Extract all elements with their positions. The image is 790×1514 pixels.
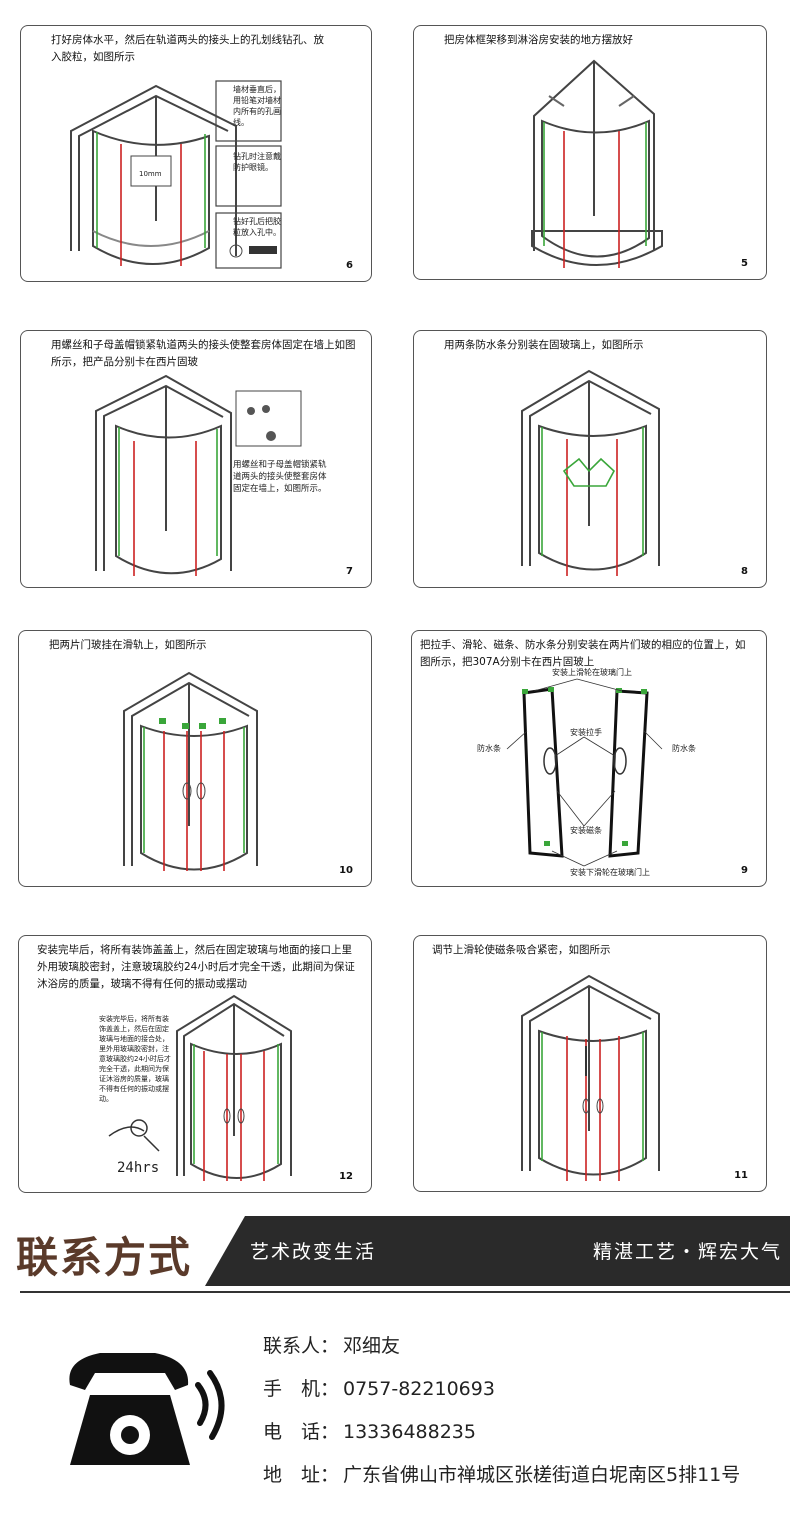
- step-panel-8: 用两条防水条分别装在固玻璃上，如图所示 8: [413, 330, 767, 588]
- shower-illustration: 10mm: [70, 80, 282, 269]
- step-panel-7: 用螺丝和子母盖帽锁紧轨道两头的接头使整套房体固定在墙上如图所示，把产品分别卡在西…: [20, 330, 372, 588]
- step-number: 8: [741, 566, 748, 577]
- contact-phone: 电 话：13336488235: [263, 1417, 476, 1444]
- contact-person-label: 联系人：: [263, 1335, 340, 1357]
- contact-address-value: 广东省佛山市禅城区张槎街道白坭南区5排11号: [343, 1464, 741, 1486]
- step-panel-11: 调节上滑轮使磁条吸合紧密，如图所示 11: [413, 935, 767, 1192]
- step-caption: 安装完毕后，将所有装饰盖盖上，然后在固定玻璃与地面的接口上里外用玻璃胶密封，注意…: [37, 944, 355, 990]
- shower-illustration: [531, 59, 663, 268]
- label-handle: 安装拉手: [570, 728, 602, 737]
- shower-illustration: [521, 369, 660, 576]
- step-note: 安装完毕后，将所有装饰盖盖上，然后在固定玻璃与地面的接合处，里外用玻璃胶密封，注…: [99, 1015, 171, 1103]
- step-panel-9: 把拉手、滑轮、磁条、防水条分别安装在两片们玻的相应的位置上，如图所示，把307A…: [411, 630, 767, 887]
- step-caption: 把两片门玻挂在滑轨上，如图所示: [49, 639, 207, 651]
- label-magnet: 安装磁条: [570, 826, 602, 835]
- step-panel-10: 把两片门玻挂在滑轨上，如图所示 10: [18, 630, 372, 887]
- contact-mobile-label: 手 机：: [263, 1378, 340, 1400]
- step-caption: 用螺丝和子母盖帽锁紧轨道两头的接头使整套房体固定在墙上如图所示，把产品分别卡在西…: [51, 339, 356, 368]
- banner-slogan-right: 精湛工艺・辉宏大气: [592, 1241, 782, 1263]
- divider: [20, 1291, 790, 1293]
- contact-mobile: 手 机：0757-82210693: [263, 1374, 495, 1401]
- step-number: 5: [741, 258, 748, 269]
- step-panel-5: 把房体框架移到淋浴房安装的地方摆放好 5: [413, 25, 767, 280]
- svg-text:10mm: 10mm: [139, 170, 162, 178]
- shower-illustration: [521, 974, 660, 1181]
- step-panel-12: 安装完毕后，将所有装饰盖盖上，然后在固定玻璃与地面的接口上里外用玻璃胶密封，注意…: [18, 935, 372, 1193]
- step-number: 9: [741, 865, 748, 876]
- step-note-3: 钻好孔后把胶粒放入孔中。: [233, 217, 281, 237]
- contact-address: 地 址：广东省佛山市禅城区张槎街道白坭南区5排11号: [263, 1460, 740, 1487]
- contact-phone-value[interactable]: 13336488235: [343, 1421, 476, 1443]
- step-caption: 用两条防水条分别装在固玻璃上，如图所示: [444, 339, 644, 351]
- contact-person: 联系人：邓细友: [263, 1331, 400, 1358]
- step-number: 7: [346, 566, 353, 577]
- label-left-seal: 防水条: [477, 744, 501, 753]
- step-note-2: 钻孔时注意戴防护眼镜。: [233, 152, 281, 172]
- step-caption: 打好房体水平，然后在轨道两头的接头上的孔划线钻孔、放入胶粒，如图所示: [51, 34, 324, 63]
- label-bottom-roller: 安装下滑轮在玻璃门上: [570, 868, 650, 877]
- label-right-seal: 防水条: [672, 744, 696, 753]
- contact-person-value: 邓细友: [343, 1335, 401, 1357]
- step-note: 用螺丝和子母盖帽锁紧轨道两头的接头使整套房体固定在墙上，如图所示。: [233, 460, 327, 494]
- step-caption: 调节上滑轮使磁条吸合紧密，如图所示: [432, 944, 611, 956]
- banner-slogan-left: 艺术改变生活: [250, 1241, 377, 1263]
- contact-section-title: 联系方式: [16, 1233, 193, 1282]
- contact-address-label: 地 址：: [263, 1464, 340, 1486]
- step-number: 10: [339, 865, 353, 876]
- shower-illustration: [108, 994, 292, 1181]
- label-top-roller: 安装上滑轮在玻璃门上: [552, 668, 632, 677]
- contact-phone-label: 电 话：: [263, 1421, 340, 1443]
- shower-illustration: [506, 678, 663, 867]
- contact-banner: [205, 1216, 790, 1286]
- step-panel-6: 打好房体水平，然后在轨道两头的接头上的孔划线钻孔、放入胶粒，如图所示 10mm …: [20, 25, 372, 282]
- step-caption: 把拉手、滑轮、磁条、防水条分别安装在两片们玻的相应的位置上，如图所示，把307A…: [420, 639, 746, 668]
- step-number: 12: [339, 1171, 353, 1182]
- telephone-icon: [69, 1353, 225, 1465]
- step-number: 6: [346, 260, 353, 271]
- step-number: 11: [734, 1170, 748, 1181]
- shower-illustration: [123, 671, 258, 871]
- shower-illustration: [95, 374, 302, 576]
- contact-mobile-value[interactable]: 0757-82210693: [343, 1378, 495, 1400]
- step-caption: 把房体框架移到淋浴房安装的地方摆放好: [444, 34, 633, 46]
- drying-time-label: 24hrs: [117, 1160, 160, 1176]
- step-note-1: 墙材垂直后，用铅笔对墙材内所有的孔画线。: [233, 85, 281, 127]
